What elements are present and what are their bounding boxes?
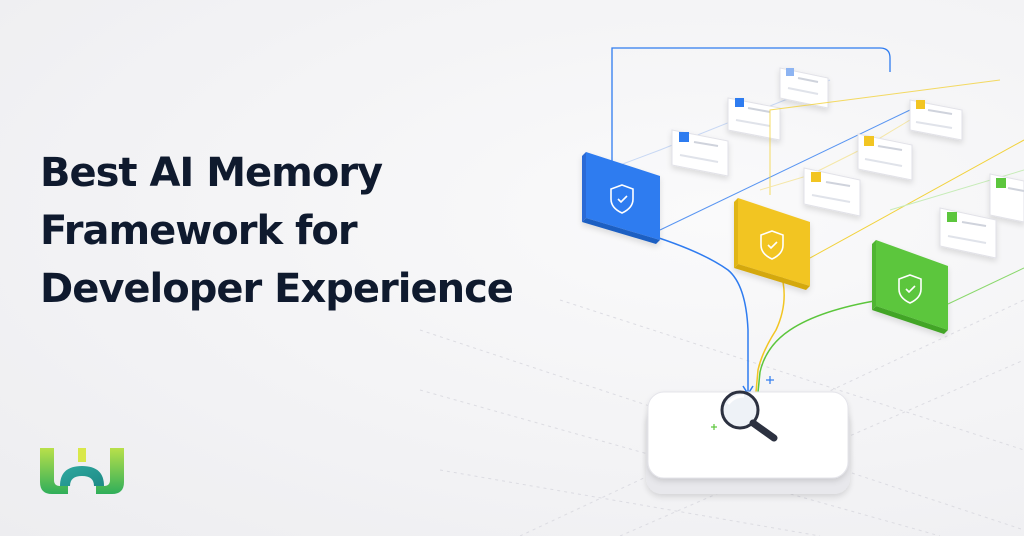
yellow-flow [734,79,1024,393]
shield-check-icon [610,184,634,214]
yellow-card-1 [909,99,963,141]
green-shield-block [872,240,948,334]
yellow-card-3 [803,167,861,217]
green-card-2 [939,207,997,259]
headline: Best AI Memory Framework for Developer E… [40,144,560,318]
green-flow [757,169,1024,393]
blue-flow [582,47,911,396]
logo-mark [40,448,124,494]
shield-check-icon [760,230,784,260]
headline-line-2: Framework for [40,208,358,254]
yellow-shield-block [734,198,810,290]
blue-card-3 [671,129,729,177]
blue-card-1 [779,67,829,109]
sparkle-icon [711,424,717,430]
green-card-1 [989,173,1024,223]
headline-line-1: Best AI Memory [40,150,383,196]
sparkle-icon [766,376,774,384]
shield-check-icon [898,274,922,304]
magnifier-icon [720,390,778,442]
search-platform [646,376,850,494]
blue-card-2 [727,97,781,141]
blue-shield-block [582,152,660,244]
yellow-card-2 [857,133,913,181]
headline-line-3: Developer Experience [40,266,514,312]
floor-grid [419,299,1024,536]
